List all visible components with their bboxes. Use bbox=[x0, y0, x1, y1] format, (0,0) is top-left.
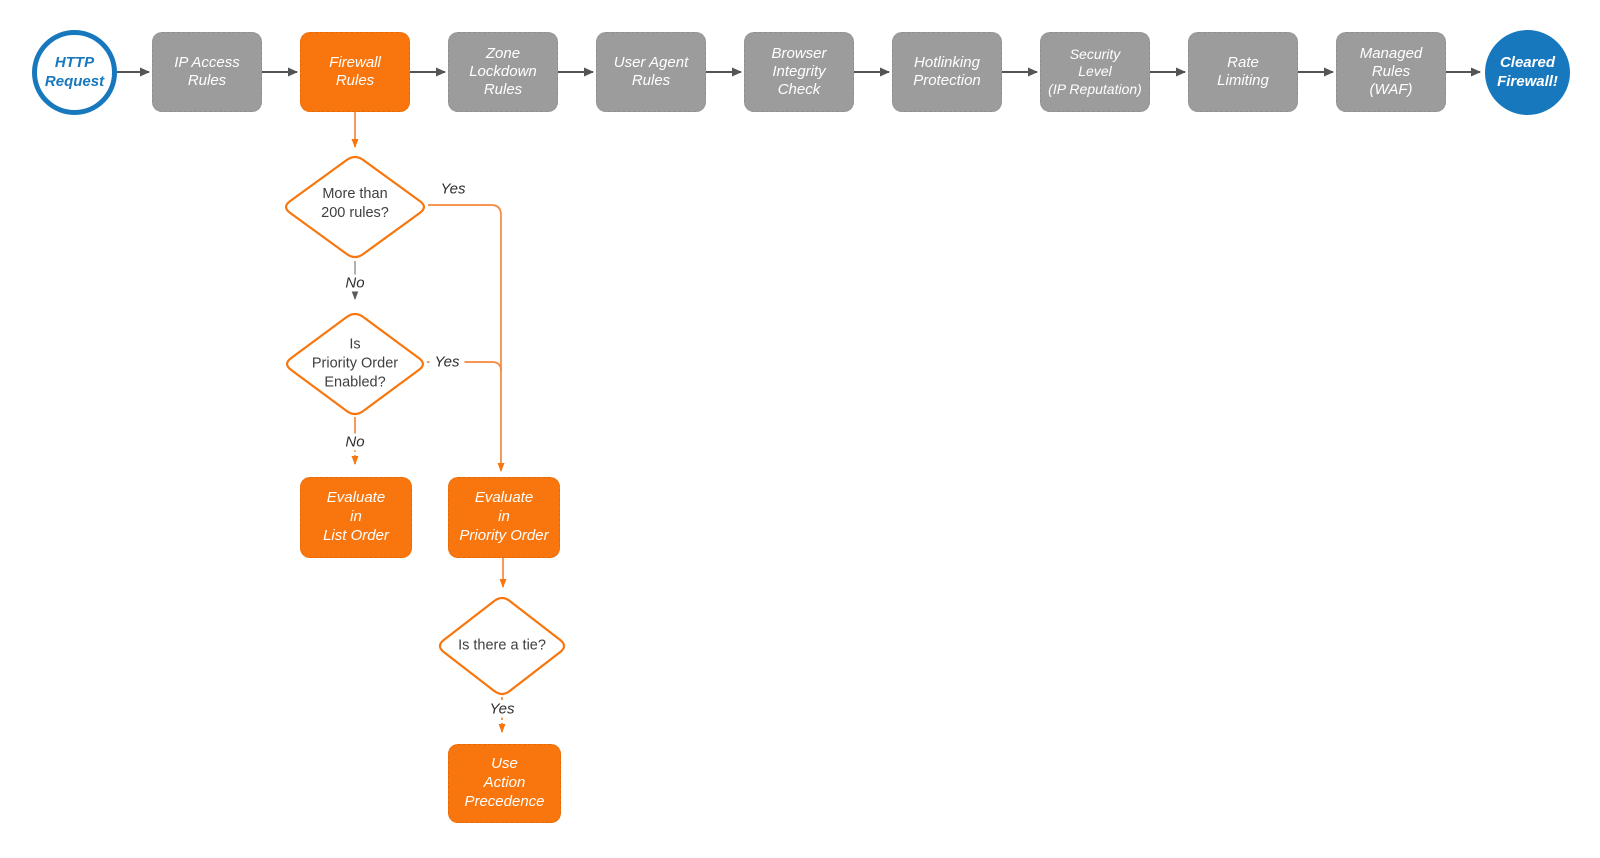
stage-security-level: Security Level (IP Reputation) bbox=[1040, 32, 1150, 112]
stage-ip-access-rules: IP Access Rules bbox=[152, 32, 262, 112]
edge-d2-yes bbox=[427, 361, 502, 372]
start-node-http-request: HTTP Request bbox=[32, 30, 117, 115]
diamond-is-there-a-tie bbox=[438, 596, 566, 696]
decision-is-there-a-tie-label: Is there a tie? bbox=[458, 637, 546, 654]
edge-d1-yes bbox=[428, 204, 505, 472]
edge-label-d1-yes: Yes bbox=[440, 180, 466, 198]
action-evaluate-in-list-order: Evaluate in List Order bbox=[300, 477, 412, 558]
stage-user-agent-rules: User Agent Rules bbox=[596, 32, 706, 112]
stage-firewall-rules: Firewall Rules bbox=[300, 32, 410, 112]
edge-label-d2-yes: Yes bbox=[429, 353, 465, 371]
diamond-priority-order-enabled bbox=[285, 312, 425, 416]
end-node-cleared-firewall: Cleared Firewall! bbox=[1485, 30, 1570, 115]
stage-zone-lockdown-rules: Zone Lockdown Rules bbox=[448, 32, 558, 112]
edge-label-d3-yes: Yes bbox=[484, 700, 520, 718]
decision-more-than-200-rules-label: More than 200 rules? bbox=[321, 186, 389, 221]
decision-priority-order-enabled-label: Is Priority Order Enabled? bbox=[311, 336, 399, 391]
stage-managed-rules-waf: Managed Rules (WAF) bbox=[1336, 32, 1446, 112]
branch-arrows bbox=[351, 112, 507, 733]
diamond-more-than-200-rules bbox=[284, 155, 426, 259]
edge-label-d1-no: No bbox=[340, 274, 370, 292]
action-use-action-precedence: Use Action Precedence bbox=[448, 744, 561, 823]
stage-browser-integrity-check: Browser Integrity Check bbox=[744, 32, 854, 112]
stage-hotlinking-protection: Hotlinking Protection bbox=[892, 32, 1002, 112]
decision-diamonds bbox=[284, 155, 566, 696]
stage-rate-limiting: Rate Limiting bbox=[1188, 32, 1298, 112]
edge-label-d2-no: No bbox=[340, 433, 370, 451]
action-evaluate-in-priority-order: Evaluate in Priority Order bbox=[448, 477, 560, 558]
